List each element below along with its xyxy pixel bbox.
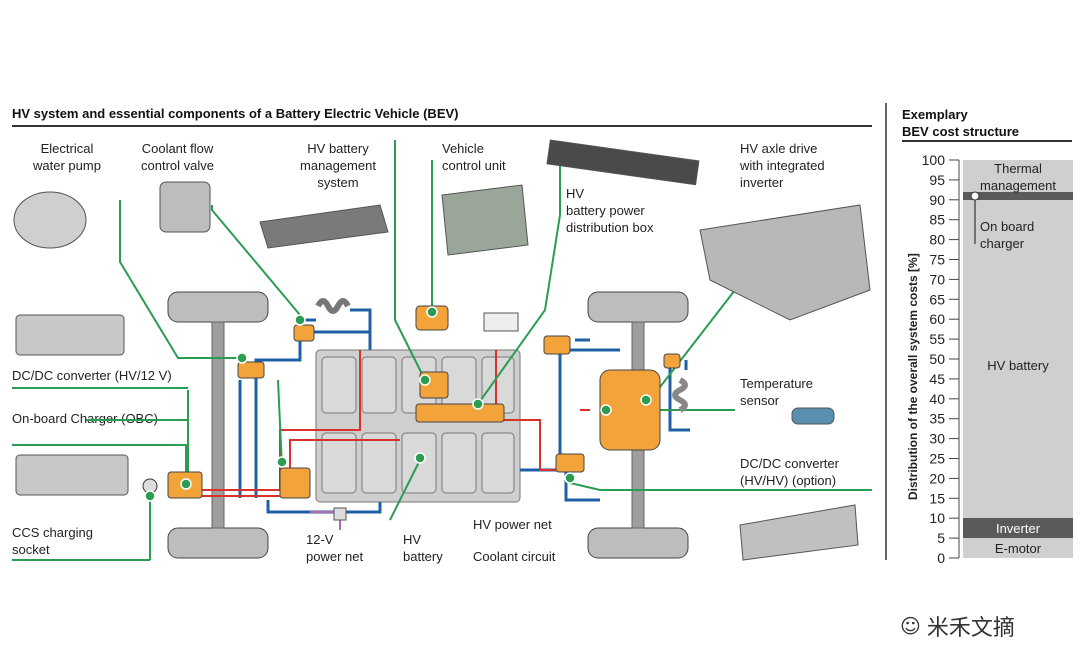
dcdc-12v-photo <box>15 314 125 356</box>
tick-label: 5 <box>937 530 945 546</box>
vcu-photo <box>441 184 529 256</box>
radiator-front <box>315 298 351 314</box>
legend-coolant: Coolant circuit <box>473 549 556 564</box>
segment-battery <box>963 200 1073 518</box>
chiller-unit <box>483 312 519 332</box>
wheel-front-left-top <box>167 291 269 323</box>
title-rule <box>12 125 872 127</box>
coolant-valve-photo <box>159 181 211 233</box>
tick-label: 20 <box>929 470 945 486</box>
bms-photo <box>259 204 389 249</box>
wheel-rear-bottom <box>587 527 689 559</box>
vcu-unit <box>415 305 449 331</box>
tick-label: 50 <box>929 351 945 367</box>
label-battery-segment: HV battery <box>987 358 1049 373</box>
diagram-title: HV system and essential components of a … <box>12 106 459 121</box>
tick-label: 90 <box>929 192 945 208</box>
wechat-icon: ☺ <box>900 614 921 638</box>
watermark: ☺ 米禾文摘 <box>900 614 1015 641</box>
tick-label: 0 <box>937 550 945 566</box>
tick-label: 45 <box>929 371 945 387</box>
rear-pump-unit <box>663 353 681 369</box>
tick-label: 60 <box>929 311 945 327</box>
orange-components <box>167 305 681 499</box>
legend-hv-power: HV power net <box>473 517 552 532</box>
radiator-rear <box>672 377 688 413</box>
coolant-valve-rear <box>543 335 571 355</box>
wheel-rear-top <box>587 291 689 323</box>
temp-sensor-photo <box>791 407 835 425</box>
tick-label: 15 <box>929 490 945 506</box>
label-dcdc-hvhv: DC/DC converter(HV/HV) (option) <box>740 456 839 488</box>
segment-emotor <box>963 538 1073 558</box>
valve-unit <box>293 324 315 342</box>
tick-labels: 1009590858075706560555045403530252015105… <box>922 152 960 566</box>
axle-drive-photo <box>699 204 871 321</box>
label-inverter: Inverter <box>995 521 1041 536</box>
tick-label: 10 <box>929 510 945 526</box>
dcdc-12v-unit <box>279 467 311 499</box>
pdu-photo <box>546 139 700 186</box>
segment-inverter <box>963 518 1073 538</box>
cost-title-rule <box>902 140 1072 142</box>
water-pump-unit <box>237 361 265 379</box>
bev-system-diagram <box>12 139 872 561</box>
tick-label: 25 <box>929 451 945 467</box>
tick-label: 95 <box>929 172 945 188</box>
tick-label: 35 <box>929 411 945 427</box>
segment-upper-band <box>963 192 1073 200</box>
dcdc-hvhv-unit <box>555 453 585 473</box>
label-dcdc-12v: DC/DC converter (HV/12 V) <box>12 368 172 383</box>
axle-drive-unit <box>599 369 661 451</box>
label-obc: On-board Charger (OBC) <box>12 411 158 426</box>
tick-label: 80 <box>929 232 945 248</box>
panel-divider <box>885 103 887 560</box>
label-emotor: E-motor <box>994 541 1042 556</box>
tick-label: 100 <box>922 152 946 168</box>
tick-label: 70 <box>929 271 945 287</box>
pdu-unit <box>415 403 505 423</box>
component-photos <box>13 139 871 561</box>
axle-left <box>211 321 225 529</box>
tick-label: 30 <box>929 431 945 447</box>
cost-chart: 1009590858075706560555045403530252015105… <box>922 152 1073 566</box>
tick-label: 75 <box>929 252 945 268</box>
tick-label: 55 <box>929 331 945 347</box>
dcdc-hvhv-photo <box>739 504 859 561</box>
tick-label: 65 <box>929 291 945 307</box>
battery-pack <box>315 349 521 503</box>
wheel-front-left-bottom <box>167 527 269 559</box>
junction-dots <box>144 306 652 502</box>
front-axle <box>167 291 269 559</box>
tick-label: 85 <box>929 212 945 228</box>
onboard-dot <box>970 191 980 201</box>
water-pump-photo <box>13 191 87 249</box>
lv-battery-box <box>333 507 347 521</box>
segment-thermal <box>963 160 1073 196</box>
obc-photo <box>15 454 129 496</box>
tick-label: 40 <box>929 391 945 407</box>
